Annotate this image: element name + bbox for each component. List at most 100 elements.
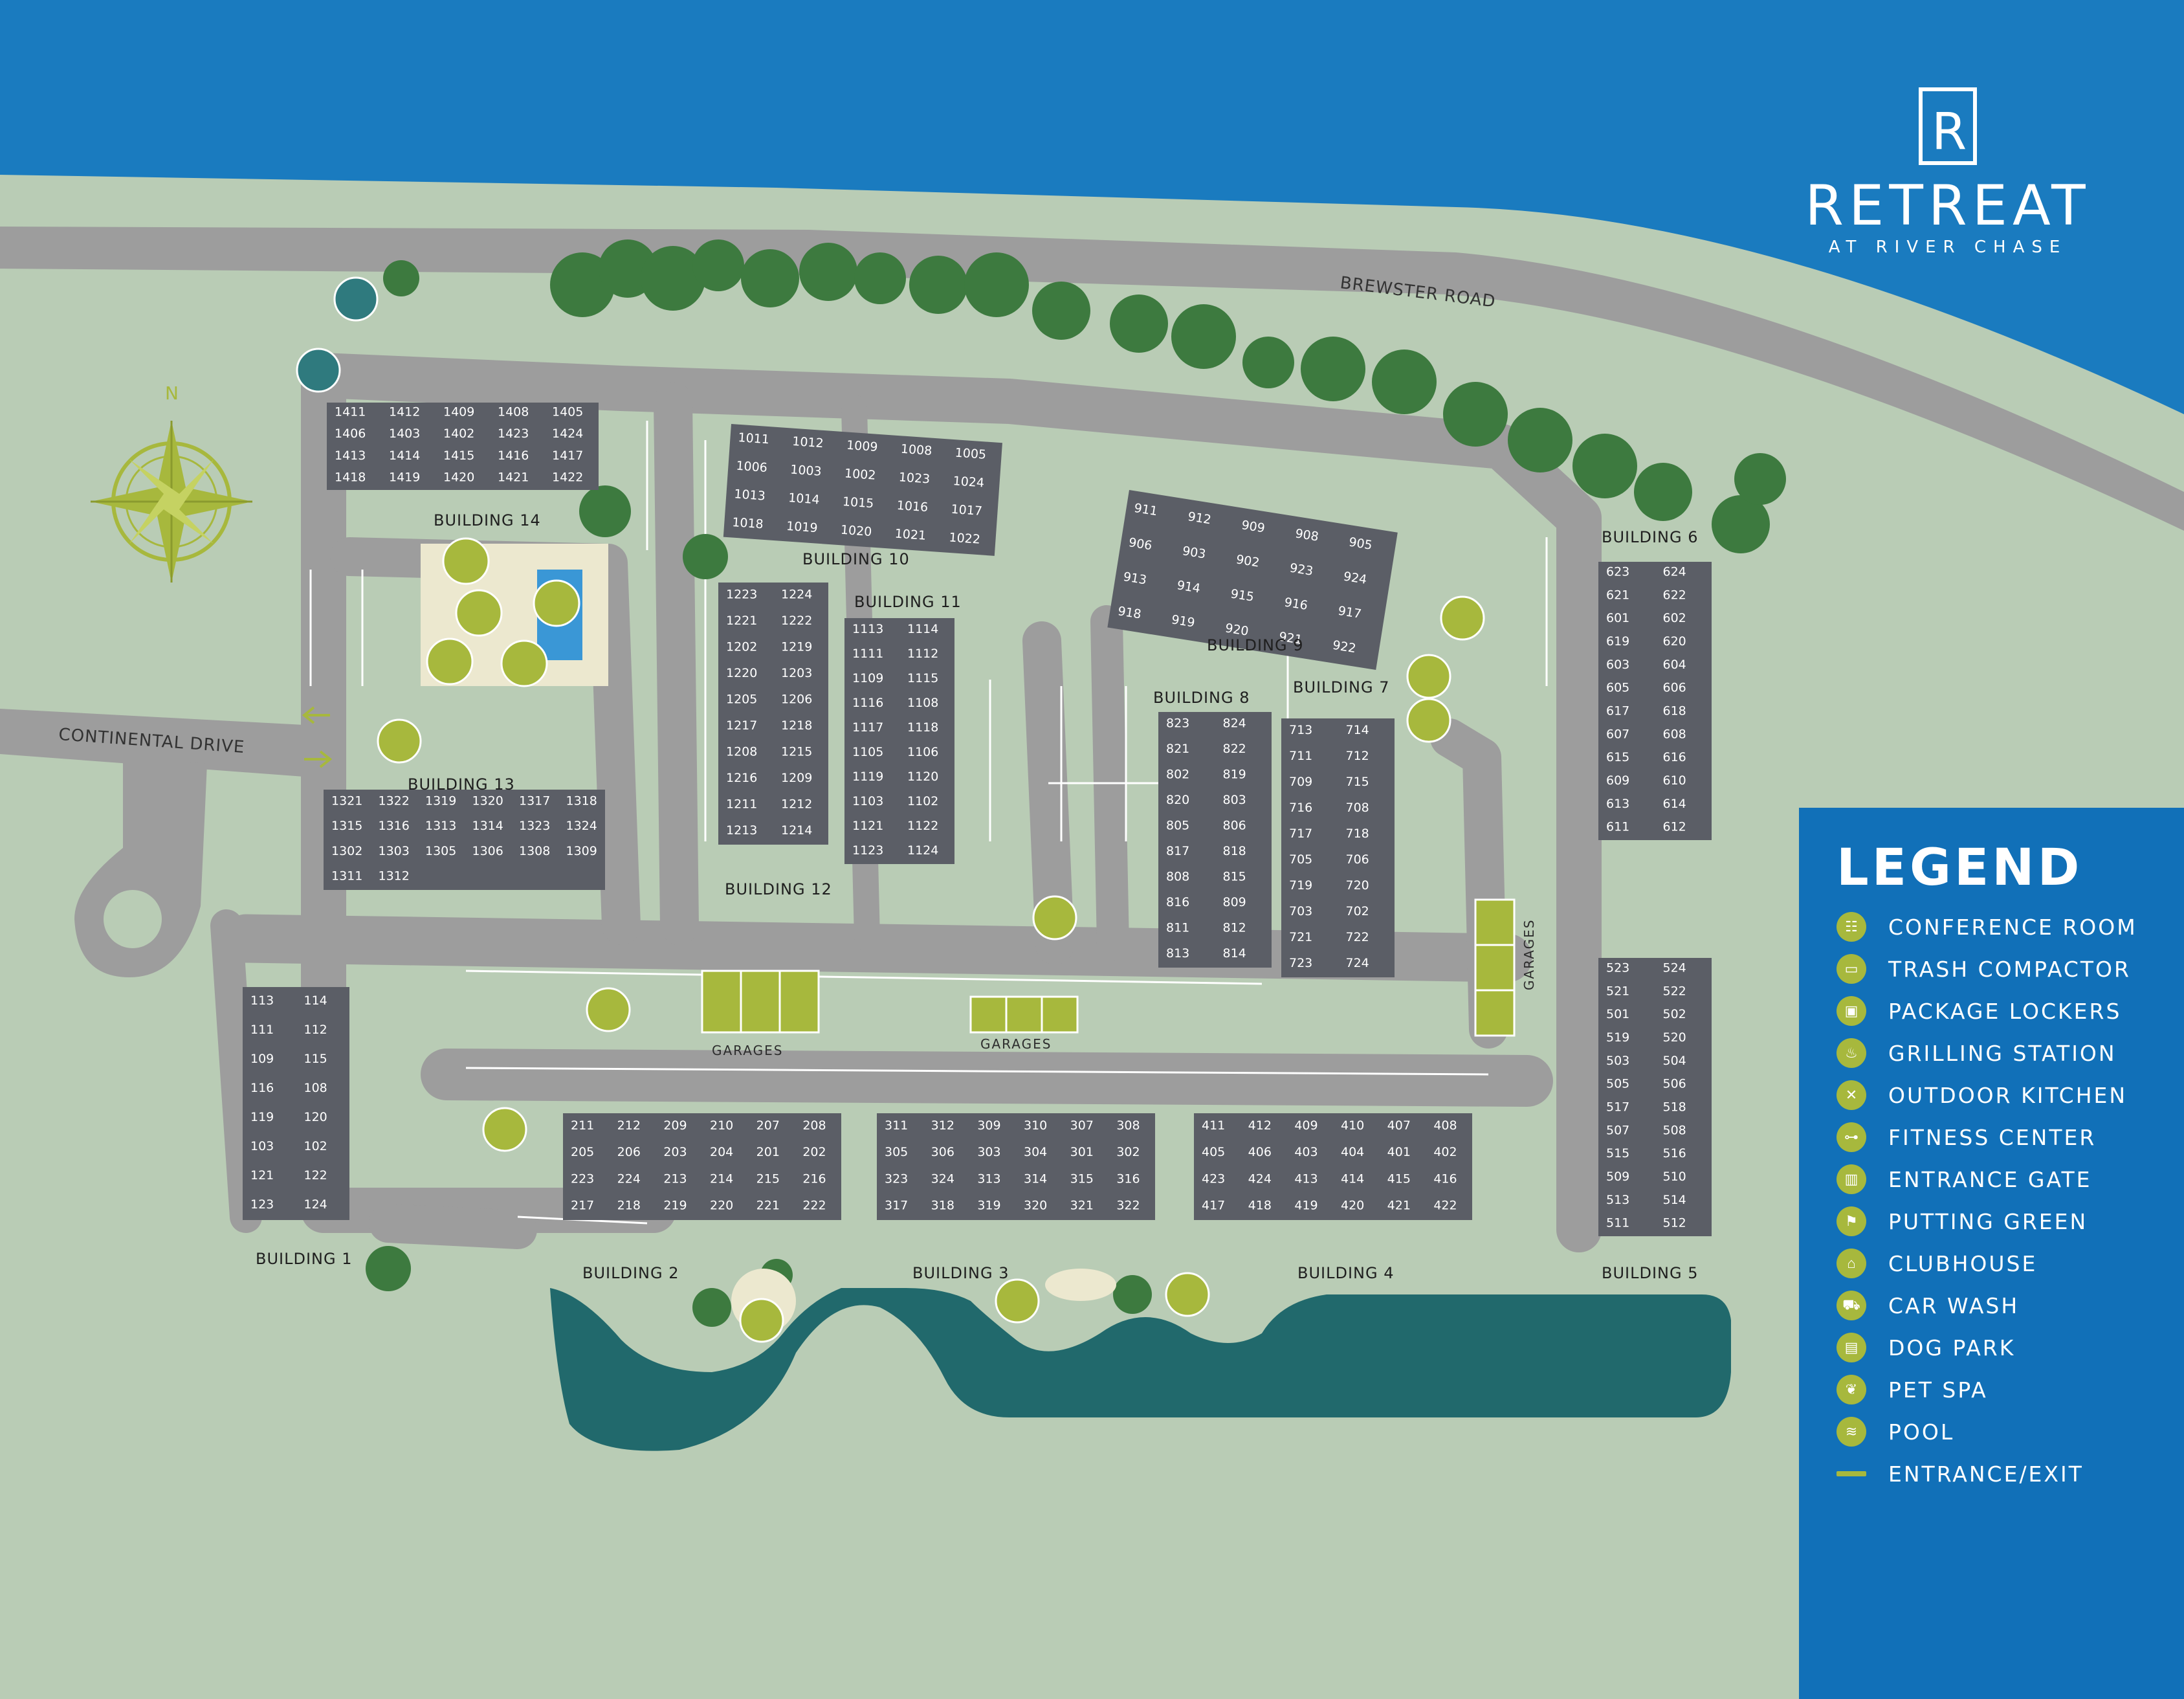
unit-number: 209 xyxy=(663,1118,687,1133)
unit-number: 819 xyxy=(1223,768,1246,782)
building-footprint xyxy=(844,618,954,864)
grill-marker xyxy=(500,639,548,687)
unit-number: 421 xyxy=(1387,1199,1411,1213)
pond xyxy=(550,1288,1731,1451)
unit-number: 820 xyxy=(1166,793,1189,807)
unit-number: 622 xyxy=(1663,588,1686,602)
unit-number: 818 xyxy=(1223,844,1246,858)
unit-number: 1222 xyxy=(781,614,812,628)
unit-number: 724 xyxy=(1346,956,1369,970)
unit-number: 412 xyxy=(1248,1118,1272,1133)
unit-number: 403 xyxy=(1294,1145,1318,1159)
unit-number: 716 xyxy=(1289,801,1312,815)
unit-number: 311 xyxy=(885,1118,908,1133)
unit-number: 423 xyxy=(1202,1172,1225,1186)
unit-number: 1414 xyxy=(389,449,420,463)
unit-number: 201 xyxy=(756,1145,780,1159)
legend-label: GRILLING STATION xyxy=(1888,1040,2117,1066)
unit-number: 1102 xyxy=(907,794,938,808)
dog-park-marker xyxy=(1440,595,1485,641)
unit-number: 1308 xyxy=(519,844,550,858)
unit-number: 314 xyxy=(1024,1172,1047,1186)
unit-number: 607 xyxy=(1606,727,1629,741)
unit-number: 615 xyxy=(1606,750,1629,764)
entrance-arrow-right xyxy=(304,750,333,768)
gate-marker xyxy=(377,718,422,764)
unit-number: 309 xyxy=(977,1118,1000,1133)
unit-number: 720 xyxy=(1346,878,1369,893)
unit-number: 123 xyxy=(250,1197,274,1212)
brand-title: RETREAT xyxy=(1805,173,2091,238)
unit-number: 1313 xyxy=(425,819,456,833)
unit-number: 1124 xyxy=(907,843,938,858)
building-label: BUILDING 7 xyxy=(1293,678,1390,696)
unit-number: 1203 xyxy=(781,666,812,680)
unit-number: 222 xyxy=(802,1199,826,1213)
unit-number: 315 xyxy=(1070,1172,1094,1186)
unit-number: 508 xyxy=(1663,1123,1686,1137)
unit-number: 103 xyxy=(250,1139,274,1153)
unit-number: 305 xyxy=(885,1145,908,1159)
unit-number: 223 xyxy=(571,1172,594,1186)
unit-number: 303 xyxy=(977,1145,1000,1159)
unit-number: 1317 xyxy=(519,794,550,808)
unit-number: 1421 xyxy=(498,471,529,485)
legend-item: ⌂CLUBHOUSE xyxy=(1837,1247,2037,1280)
unit-number: 809 xyxy=(1223,895,1246,909)
unit-number: 322 xyxy=(1116,1199,1140,1213)
legend-item: ▣PACKAGE LOCKERS xyxy=(1837,994,2121,1028)
unit-number: 714 xyxy=(1346,723,1369,737)
legend-label: CONFERENCE ROOM xyxy=(1888,914,2137,940)
building-label: BUILDING 12 xyxy=(725,880,832,898)
unit-number: 1306 xyxy=(472,844,503,858)
unit-number: 113 xyxy=(250,994,274,1008)
unit-number: 1213 xyxy=(726,823,757,838)
legend-panel: LEGEND ☷CONFERENCE ROOM▭TRASH COMPACTOR▣… xyxy=(1799,808,2184,1699)
unit-number: 721 xyxy=(1289,930,1312,944)
unit-number: 420 xyxy=(1341,1199,1364,1213)
building-footprint xyxy=(718,583,828,845)
building-footprint xyxy=(1107,490,1398,671)
unit-number: 808 xyxy=(1166,870,1189,884)
unit-number: 1103 xyxy=(852,794,883,808)
unit-number: 1412 xyxy=(389,405,420,419)
unit-number: 1117 xyxy=(852,720,883,735)
unit-number: 404 xyxy=(1341,1145,1364,1159)
unit-number: 1217 xyxy=(726,718,757,733)
unit-number: 205 xyxy=(571,1145,594,1159)
unit-number: 1409 xyxy=(443,405,474,419)
unit-number: 822 xyxy=(1223,742,1246,756)
unit-number: 608 xyxy=(1663,727,1686,741)
unit-number: 712 xyxy=(1346,749,1369,763)
unit-number: 1322 xyxy=(379,794,410,808)
unit-number: 202 xyxy=(802,1145,826,1159)
fitness-marker xyxy=(442,537,490,585)
unit-number: 413 xyxy=(1294,1172,1318,1186)
unit-number: 1020 xyxy=(840,523,872,539)
unit-number: 1016 xyxy=(896,498,929,515)
putting-marker xyxy=(739,1298,784,1343)
unit-number: 1023 xyxy=(898,470,931,486)
unit-number: 212 xyxy=(617,1118,641,1133)
unit-number: 1424 xyxy=(552,427,583,441)
unit-number: 408 xyxy=(1433,1118,1457,1133)
unit-number: 719 xyxy=(1289,878,1312,893)
unit-number: 321 xyxy=(1070,1199,1094,1213)
unit-number: 208 xyxy=(802,1118,826,1133)
unit-number: 424 xyxy=(1248,1172,1272,1186)
amenity-markers xyxy=(377,537,1485,1343)
unit-number: 513 xyxy=(1606,1193,1629,1207)
unit-number: 618 xyxy=(1663,704,1686,718)
unit-number: 1012 xyxy=(792,434,824,450)
entrance-line xyxy=(1837,1471,1866,1476)
brand-logo-icon: R xyxy=(1919,87,1977,165)
unit-number: 620 xyxy=(1663,634,1686,649)
unit-number: 609 xyxy=(1606,773,1629,788)
unit-number: 1118 xyxy=(907,720,938,735)
unit-number: 1309 xyxy=(566,844,597,858)
grill-marker-3 xyxy=(1165,1272,1210,1317)
